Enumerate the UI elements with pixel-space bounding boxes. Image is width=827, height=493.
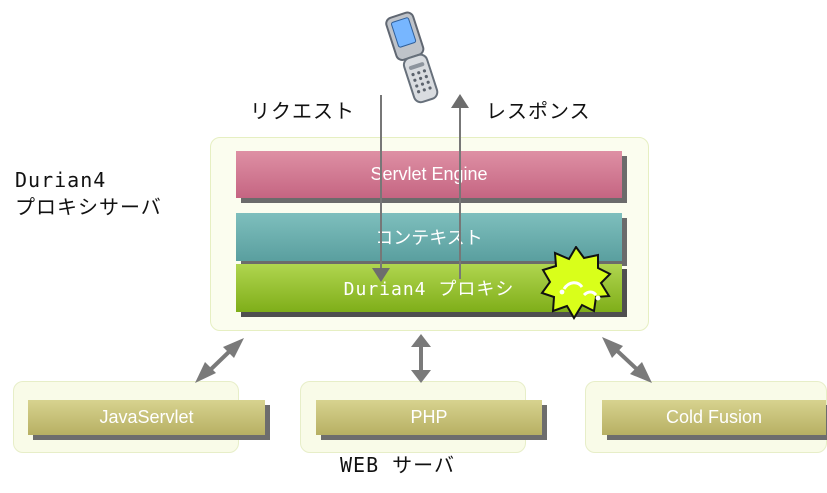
- servlet-engine-layer: Servlet Engine: [236, 151, 622, 198]
- java-servlet-box: JavaServlet: [28, 400, 265, 435]
- context-layer: コンテキスト: [236, 213, 622, 261]
- durian-icon: [540, 245, 612, 320]
- durian-icon: [540, 245, 612, 322]
- right-connection-line: [610, 344, 644, 376]
- left-connection-line: [204, 345, 236, 376]
- cold-fusion-box: Cold Fusion: [602, 400, 826, 435]
- php-box: PHP: [316, 400, 542, 435]
- left-connection-head-b: [223, 338, 244, 358]
- web-server-label: WEB サーバ: [340, 453, 455, 477]
- response-arrow-head: [451, 94, 469, 108]
- right-connection-head-a: [602, 337, 623, 358]
- right-connection-head-b: [630, 362, 652, 383]
- proxy-server-label-line2: プロキシサーバ: [15, 195, 162, 219]
- proxy-server-label-line1: Durian4: [15, 168, 107, 192]
- response-label: レスポンス: [486, 99, 591, 123]
- request-label: リクエスト: [250, 99, 355, 123]
- center-connection-head-a: [411, 334, 431, 347]
- mobile-phone: [385, 8, 447, 114]
- left-connection-head-a: [195, 362, 216, 383]
- mobile-phone-icon: [385, 11, 439, 104]
